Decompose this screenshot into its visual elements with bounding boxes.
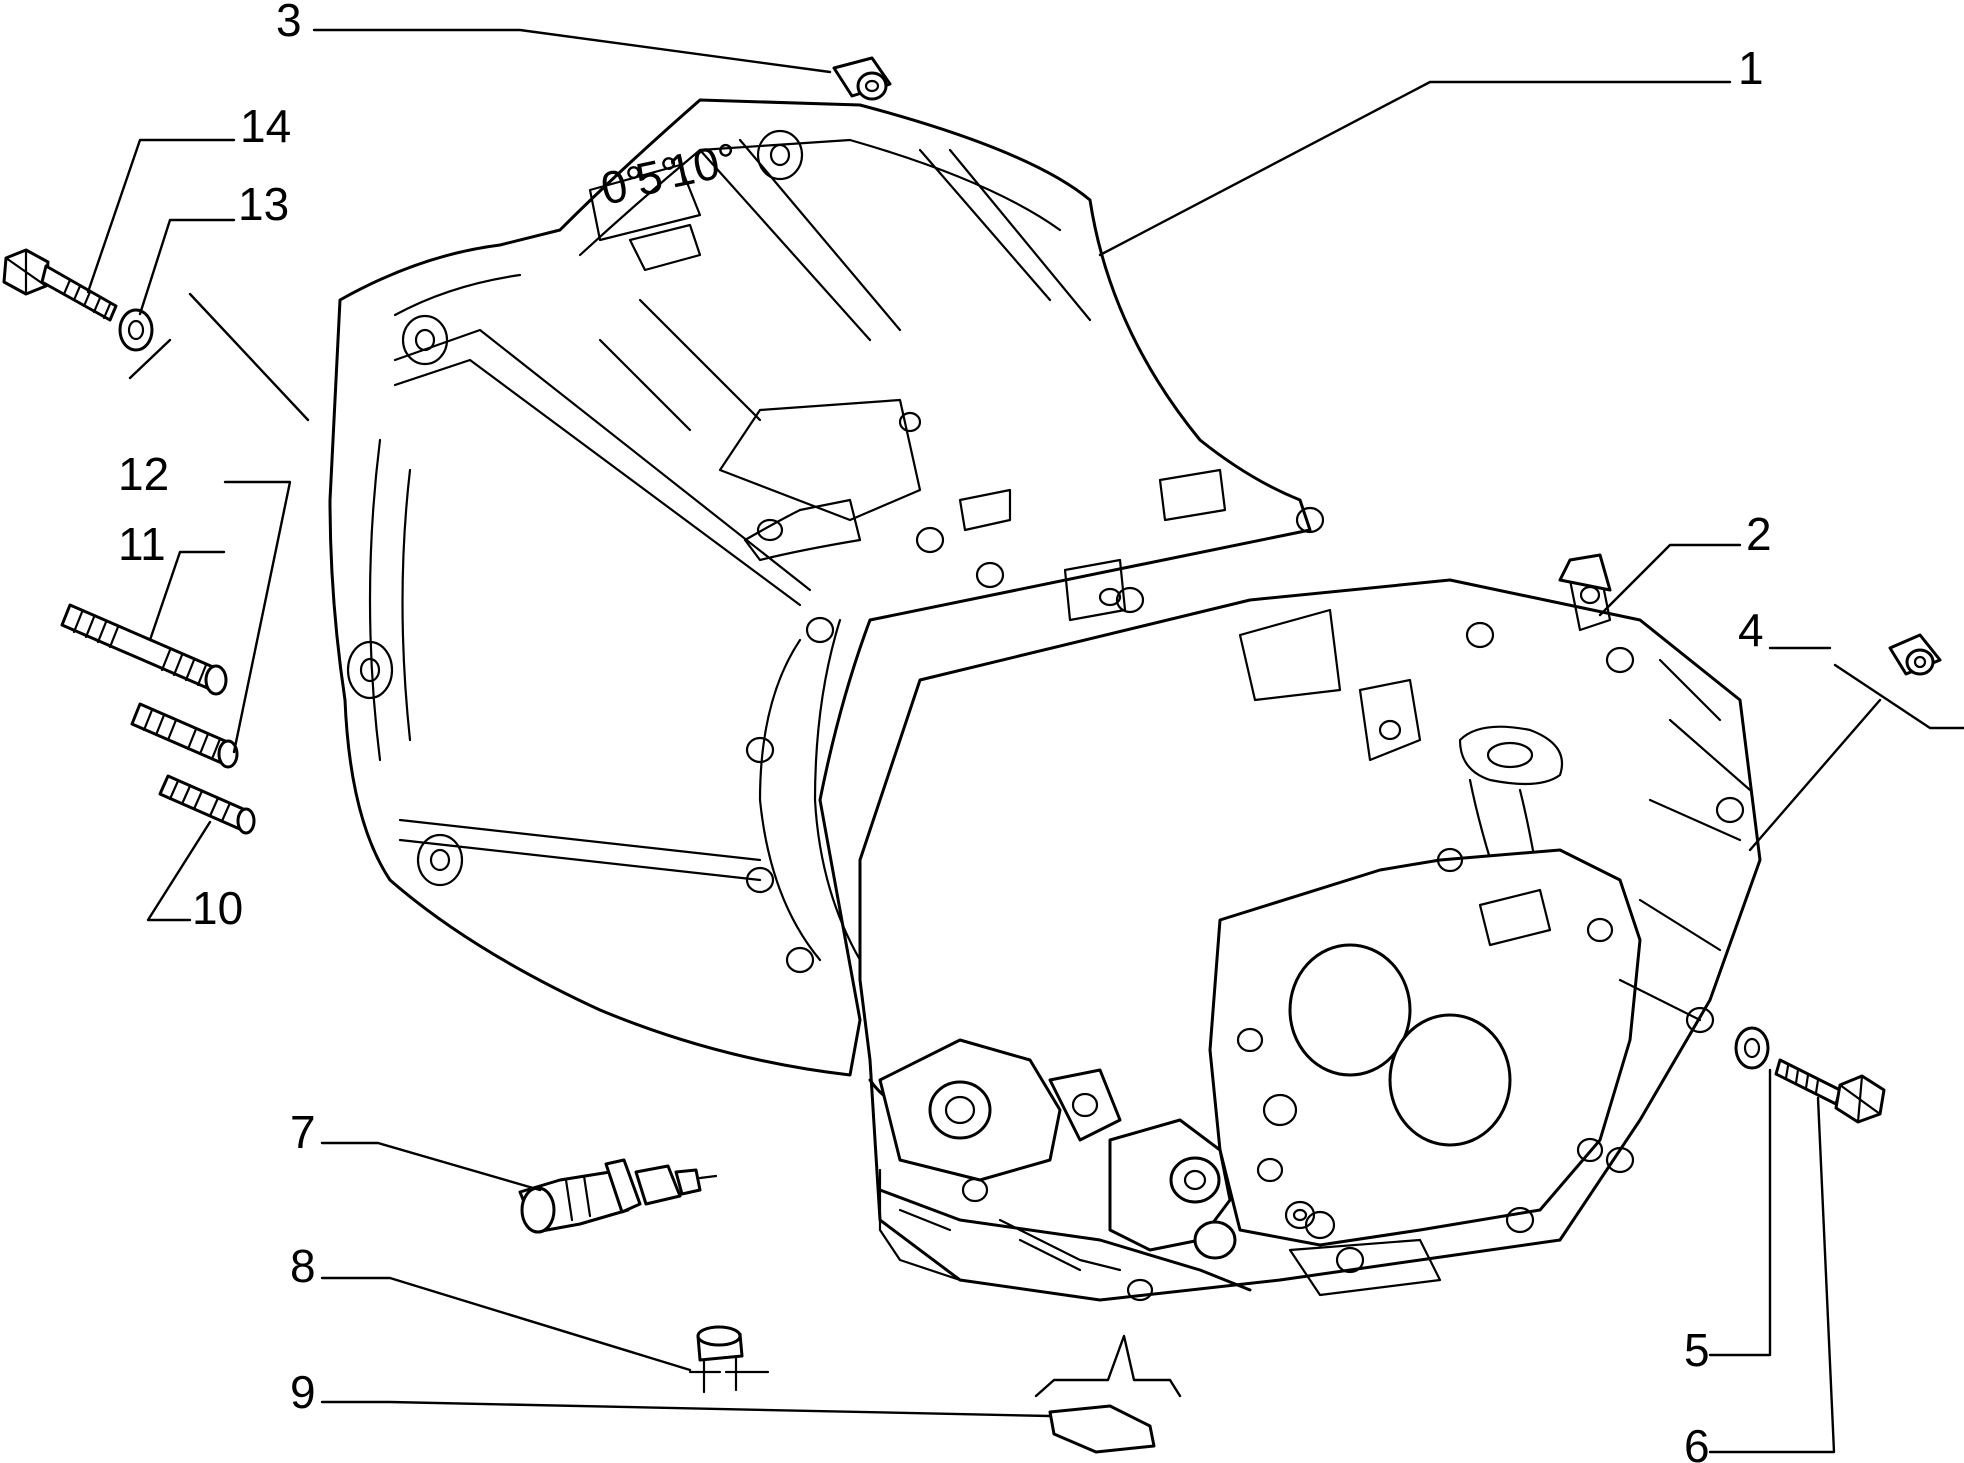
part-1-bell-housing: 0° 5° 10° (328, 98, 1325, 1077)
part-2-gearbox-housing (858, 553, 1762, 1302)
scale-mark-10: 10° (663, 132, 742, 197)
leader-2 (1598, 543, 1742, 617)
leader-9 (320, 1400, 1052, 1418)
callout-5: 5 (1684, 1324, 1710, 1376)
part-3-dowel (832, 56, 892, 101)
scale-mark-5: 5° (631, 146, 685, 206)
callout-6: 6 (1684, 1420, 1710, 1463)
leader-13 (128, 218, 310, 422)
leader-14 (86, 138, 236, 294)
leader-7 (320, 1141, 542, 1192)
leader-lines (86, 28, 1964, 1454)
leader-4 (1748, 646, 1964, 852)
leader-5 (1708, 1068, 1772, 1357)
scale-mark-0: 0° (596, 155, 650, 215)
leader-1 (1098, 80, 1732, 257)
callout-2: 2 (1746, 508, 1772, 560)
callout-12: 12 (118, 448, 169, 500)
part-14-bolt (2, 248, 118, 322)
callout-14: 14 (240, 100, 291, 152)
leader-6 (1708, 1096, 1836, 1454)
leader-8 (320, 1276, 692, 1372)
part-13-washer (118, 308, 154, 352)
callout-7: 7 (290, 1106, 316, 1158)
part-7-switch (518, 1158, 718, 1234)
callout-3: 3 (276, 0, 302, 46)
callout-labels: 1 2 3 4 5 6 7 8 9 10 11 12 13 14 (118, 0, 1772, 1463)
part-8-plug (688, 1325, 770, 1394)
leader-9b (1034, 1334, 1182, 1398)
leader-10 (146, 820, 212, 922)
callout-9: 9 (290, 1366, 316, 1418)
part-10-stud-short (158, 774, 256, 835)
part-5-washer (1734, 1026, 1770, 1070)
leader-11 (148, 550, 226, 642)
part-11-stud-long (60, 603, 228, 696)
part-12-stud-medium (130, 702, 239, 769)
callout-10: 10 (192, 882, 243, 934)
callout-11: 11 (118, 518, 166, 570)
leader-12 (223, 480, 292, 754)
leader-3 (312, 28, 832, 74)
part-6-bolt (1774, 1058, 1886, 1124)
callout-8: 8 (290, 1240, 316, 1292)
callout-4: 4 (1738, 604, 1764, 656)
callout-1: 1 (1738, 42, 1764, 94)
part-9-pad (1048, 1404, 1156, 1454)
callout-13: 13 (238, 178, 289, 230)
part-4-dowel (1888, 633, 1942, 676)
